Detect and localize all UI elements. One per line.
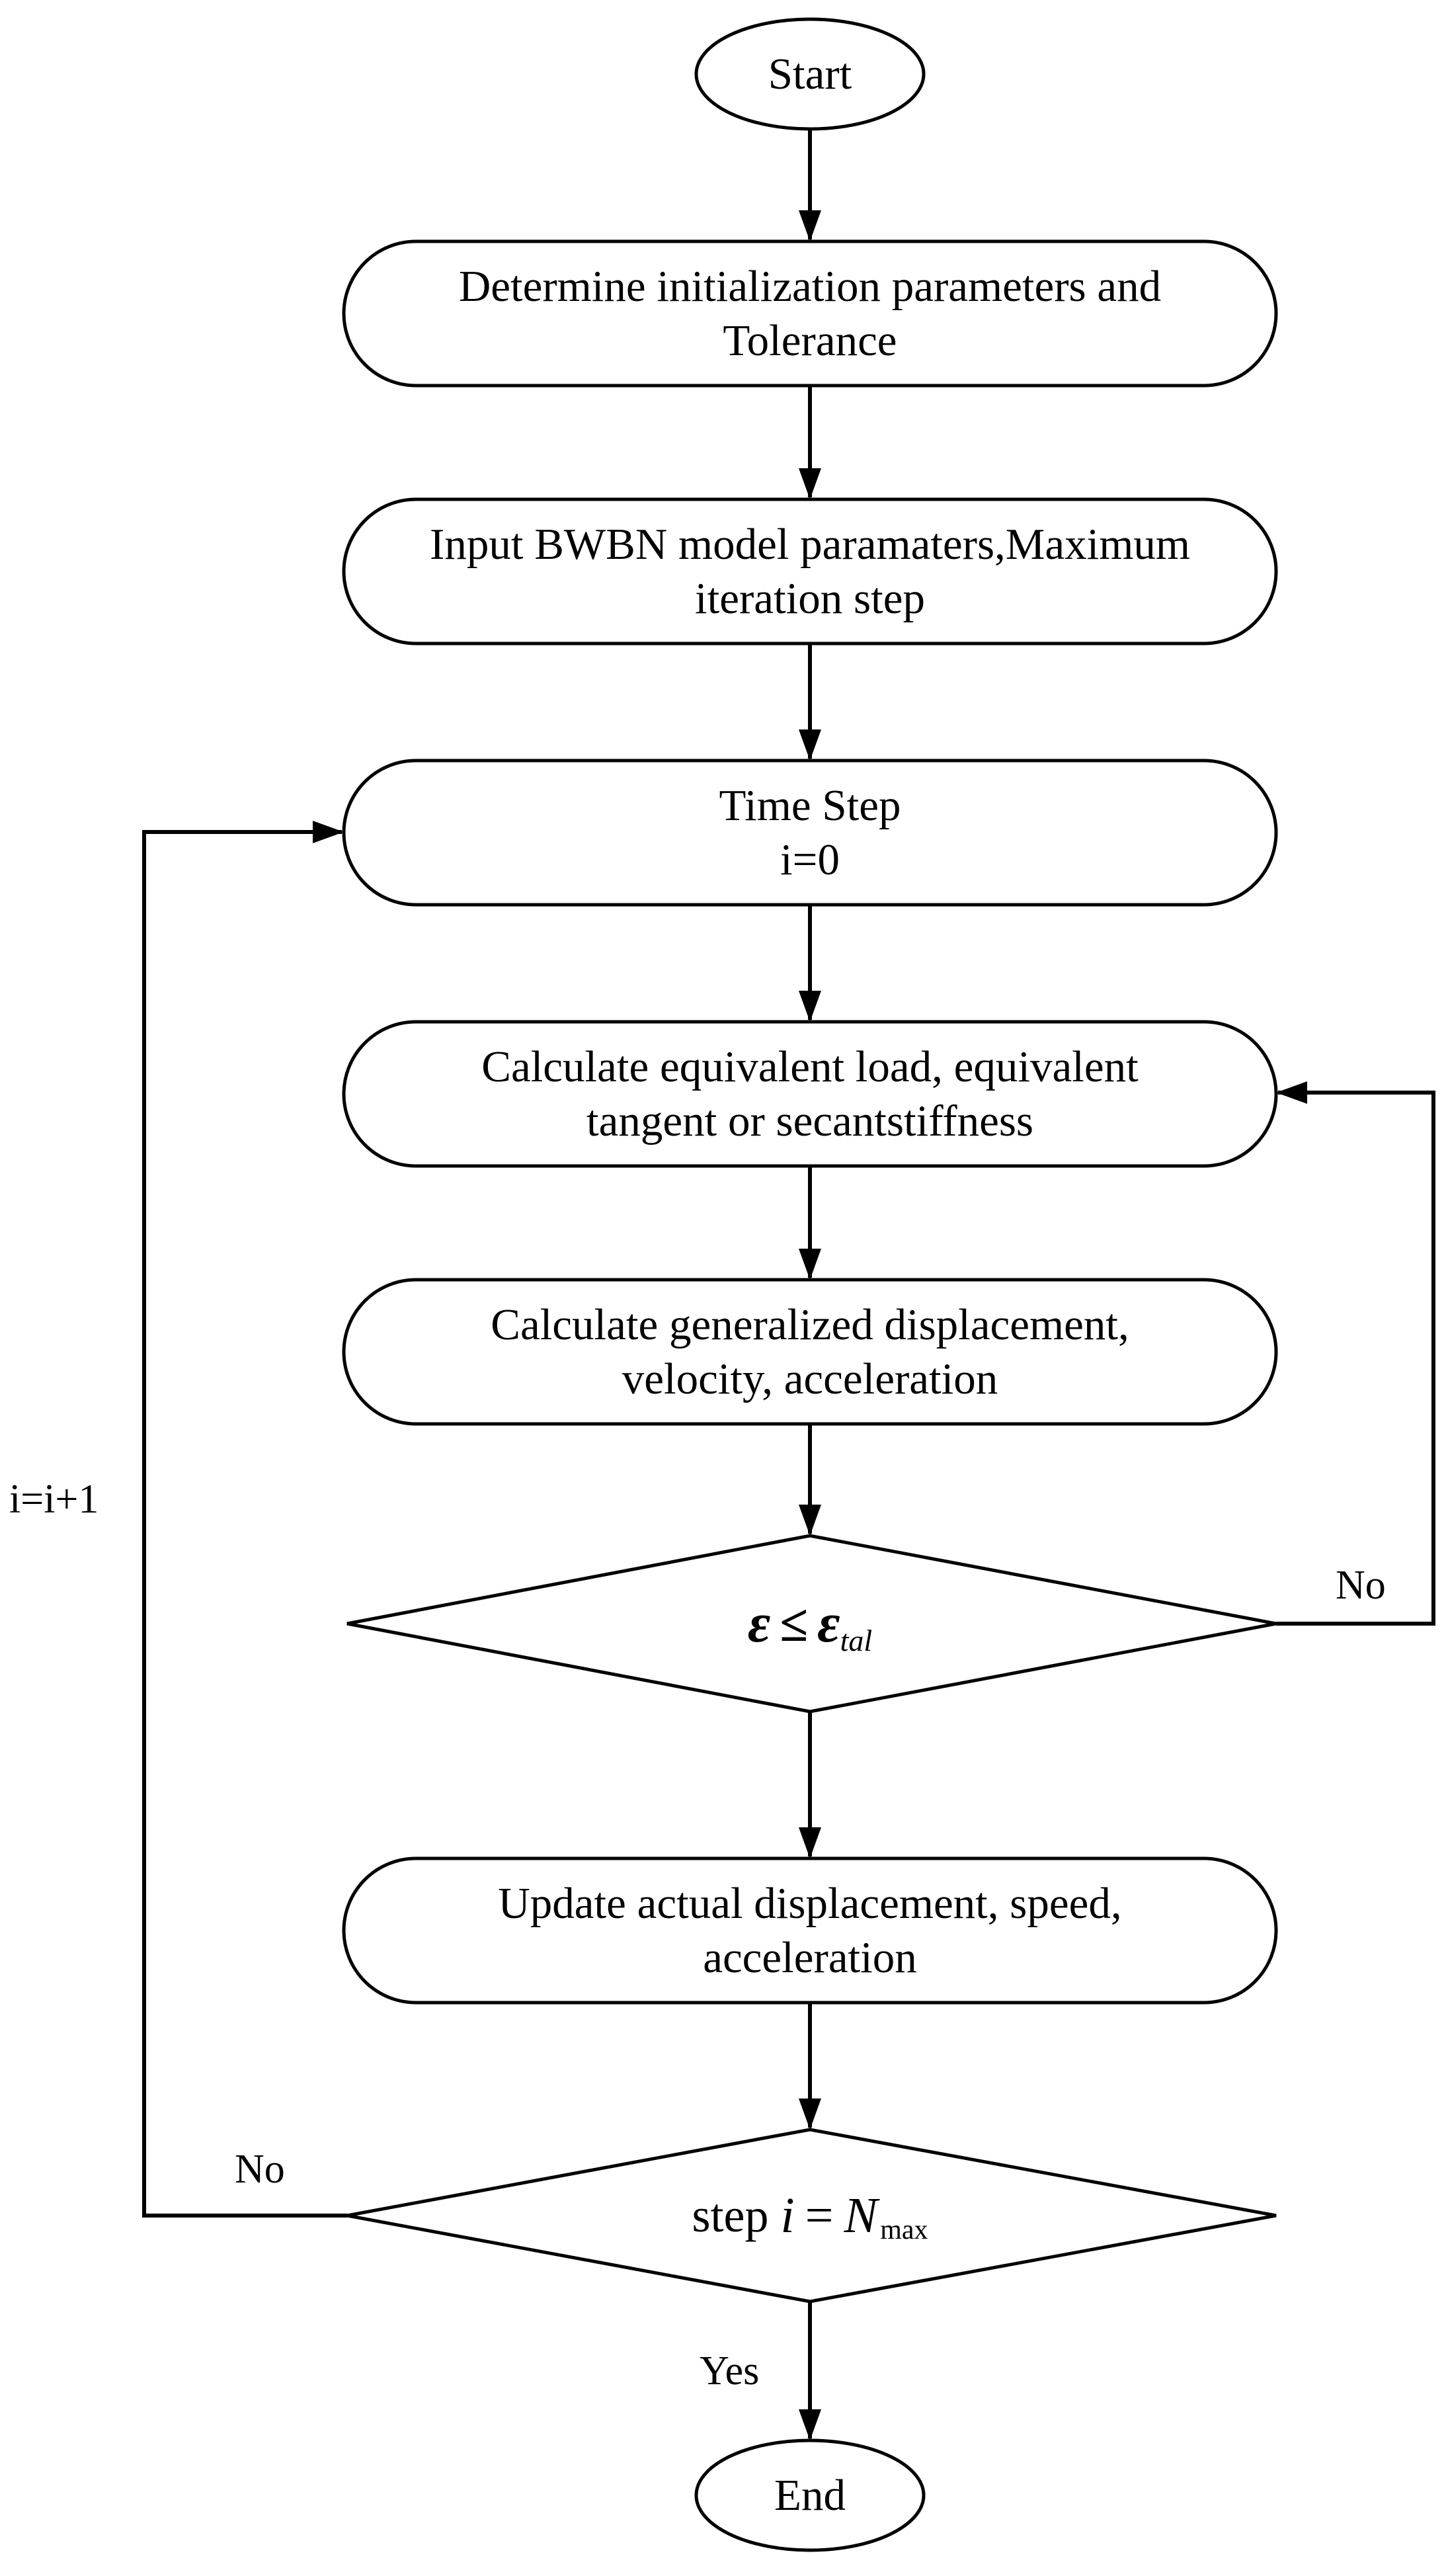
calc-disp-line-2: velocity, acceleration [622,1354,998,1403]
edge-label-increment: i=i+1 [9,1477,99,1522]
timestep-line-2: i=0 [780,835,840,884]
update-line-2: acceleration [703,1933,917,1982]
input-line-1: Input BWBN model paramaters,Maximum [430,520,1190,569]
max-step-decision [346,2128,1277,2304]
epsilon-symbol: ε [747,1593,771,1654]
input-text: Input BWBN model paramaters,Maximum iter… [344,499,1276,644]
max-subscript: max [880,2215,928,2245]
timestep-line-1: Time Step [719,781,901,830]
arrowhead [799,468,821,499]
init-line-2: Tolerance [723,316,897,365]
update-line-1: Update actual displacement, speed, [498,1879,1122,1928]
leq-symbol: ≤ [780,1595,809,1652]
max-step-condition: step i = N max [503,2179,1117,2252]
init-line-1: Determine initialization parameters and [458,262,1162,311]
calc-load-text: Calculate equivalent load, equivalent ta… [344,1022,1276,1166]
convergence-condition: ε ≤ ε tal [503,1587,1117,1660]
calc-disp-line-1: Calculate generalized displacement, [491,1300,1129,1349]
loop-no-outer [142,830,347,2218]
edge-label-no-outer: No [235,2147,285,2192]
arrowhead [799,991,821,1022]
n-symbol: N [844,2188,878,2243]
loop-no-inner [1276,1091,1435,1626]
arrowhead [799,729,821,761]
i-symbol: i [780,2188,795,2243]
arrowhead [799,1249,821,1280]
edge-label-no-inner: No [1336,1563,1386,1608]
calc-disp-text: Calculate generalized displacement, velo… [344,1280,1276,1424]
calc-load-line-1: Calculate equivalent load, equivalent [481,1042,1139,1091]
equals-symbol: = [805,2188,834,2243]
edge-label-yes: Yes [700,2348,760,2393]
start-label: Start [768,50,852,99]
arrowhead [799,1505,821,1536]
arrowhead [799,1827,821,1858]
calc-load-line-2: tangent or secantstiffness [586,1097,1034,1145]
tal-subscript: tal [840,1624,873,1657]
update-text: Update actual displacement, speed, accel… [344,1858,1276,2003]
end-label: End [774,2471,846,2520]
arrowhead [799,2409,821,2440]
arrowhead [799,210,821,241]
arrowhead [313,821,344,843]
epsilon-tol-symbol: ε [817,1593,840,1654]
arrowhead [1276,1081,1307,1104]
init-text: Determine initialization parameters and … [344,241,1276,386]
timestep-text: Time Step i=0 [344,761,1276,905]
arrowhead [799,2098,821,2130]
step-word: step [692,2189,769,2242]
input-line-2: iteration step [695,574,925,623]
